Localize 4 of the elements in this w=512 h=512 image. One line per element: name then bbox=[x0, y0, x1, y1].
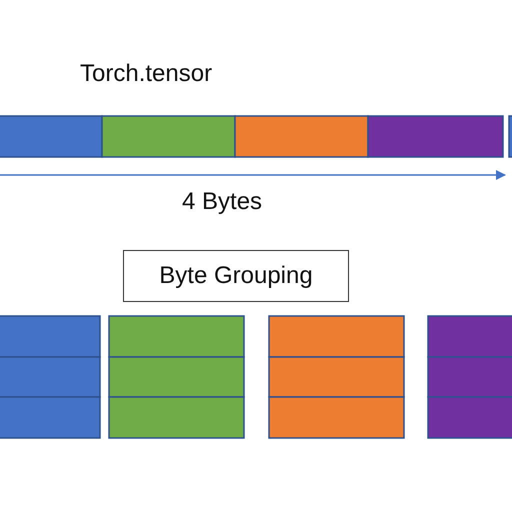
dimension-label: 4 Bytes bbox=[182, 188, 262, 216]
box-label: Byte Grouping bbox=[159, 262, 313, 290]
tensor-label: Torch.tensor bbox=[80, 60, 212, 88]
label-box bbox=[123, 250, 349, 302]
